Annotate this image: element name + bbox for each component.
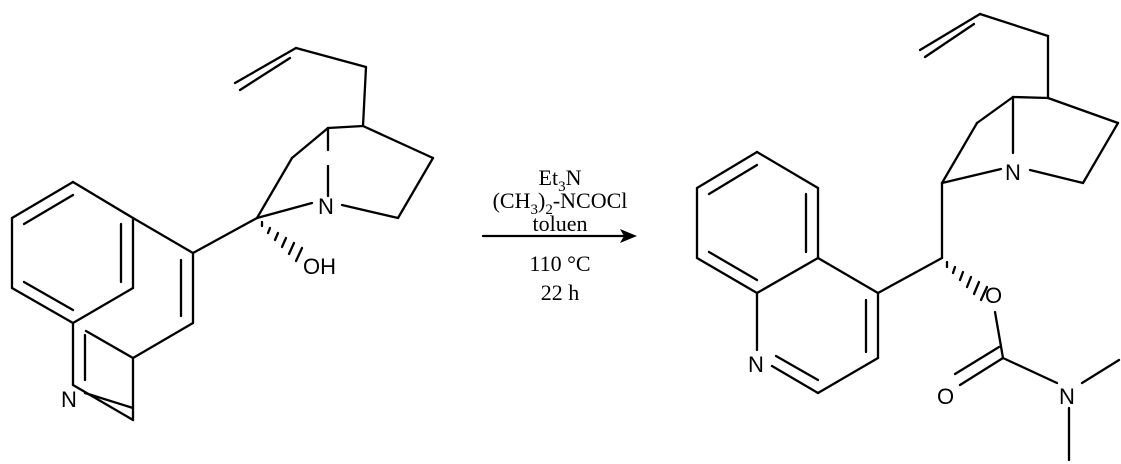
product-quinoline-ring [695, 150, 880, 395]
reactant-hydroxyl-label: OH [303, 254, 336, 279]
product-hashed-wedge-o [945, 260, 989, 302]
reactant-quinoline-ring [10, 180, 195, 422]
product-vinyl-group [918, 12, 1050, 59]
reactant-vinyl-group [233, 46, 368, 92]
reactant-c4-carbinol-bond [191, 216, 259, 255]
product-quinuclidine-cage [940, 34, 1120, 260]
reactant-hashed-wedge-oh [260, 220, 304, 263]
product-c4-carbinol-bond [876, 256, 944, 295]
product-amide-nitrogen: N [1059, 384, 1075, 409]
product-ester-oxygen: O [985, 283, 1002, 308]
reaction-arrow [481, 229, 637, 243]
reactant-quinoline-nitrogen: N [61, 387, 77, 412]
condition-temperature: 110 °C [529, 251, 590, 276]
reactant-molecule: N OH N [10, 46, 435, 422]
product-quinoline-nitrogen: N [748, 352, 764, 377]
product-carbonyl-oxygen: O [937, 384, 954, 409]
condition-time: 22 h [541, 280, 580, 305]
product-quinuclidine-nitrogen: N [1005, 160, 1021, 185]
product-carbamate-group [953, 310, 1121, 462]
reactant-quinuclidine-nitrogen: N [318, 194, 334, 219]
product-molecule: N O O N [695, 12, 1121, 462]
condition-solvent: toluen [533, 211, 588, 236]
reaction-conditions: Et3N (CH3)2-NCOCl toluen 110 °C 22 h [481, 165, 637, 305]
reactant-quinuclidine-cage [255, 65, 435, 220]
